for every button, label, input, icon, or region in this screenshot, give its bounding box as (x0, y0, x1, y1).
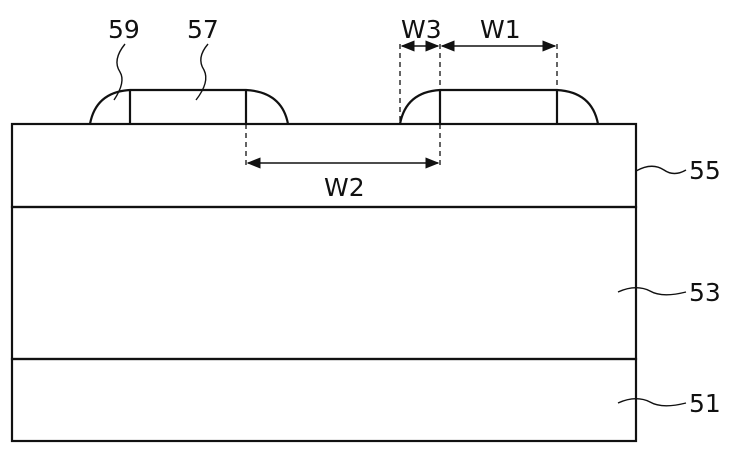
leader-53 (618, 288, 686, 295)
leader-57 (196, 44, 208, 100)
leader-55 (636, 166, 686, 173)
layer-51 (12, 359, 636, 441)
label-57: 57 (187, 15, 219, 44)
label-w2: W2 (324, 173, 365, 202)
right-gate-structure (400, 90, 598, 124)
label-59: 59 (108, 15, 140, 44)
label-51: 51 (689, 389, 721, 418)
label-55: 55 (689, 156, 721, 185)
label-w1: W1 (480, 15, 521, 44)
left-gate-structure (90, 90, 288, 124)
layer-53 (12, 207, 636, 359)
label-w3: W3 (401, 15, 442, 44)
label-53: 53 (689, 278, 721, 307)
leader-51 (618, 399, 686, 406)
